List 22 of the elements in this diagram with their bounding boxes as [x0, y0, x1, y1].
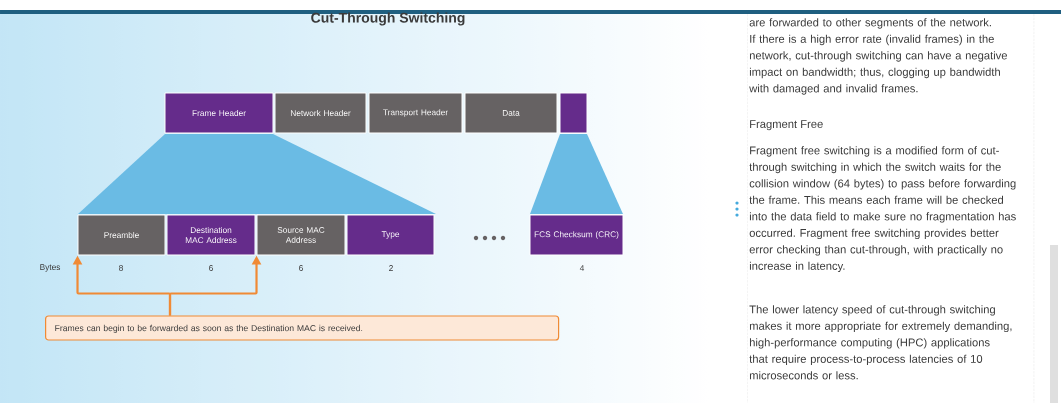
field-box: Type: [346, 214, 435, 256]
paragraph: Fragment free switching is a modified form of cut-through switching in which the switch waits for the collision window (64 bytes) to pass before forwarding the frame. This means each frame will be checked into the data field to make sure no fragmentation has occurred. Fragment free switching provides better error checking than cut-through, with practically no increase in latency.: [749, 146, 1016, 273]
paragraph: are forwarded to other segments of the network. If there is a high error rate (invalid frames) in the network, cut-through switching can have a negative impact on bandwidth; thus, clogging up bandwidth with damaged and invalid frames.: [749, 18, 1007, 95]
field-box: Frame Header: [164, 92, 274, 134]
field-box: FCS Checksum (CRC): [529, 214, 624, 256]
title: Cut-Through Switching: [311, 12, 465, 26]
section-heading: Fragment Free: [750, 120, 823, 131]
byte-label: Bytes: [40, 264, 61, 272]
byte-count: 6: [209, 265, 213, 271]
field-box: Network Header: [274, 92, 367, 134]
byte-count: 2: [389, 265, 393, 271]
byte-count: 8: [119, 265, 123, 271]
field-box: Data: [464, 92, 558, 134]
field-box: Destination MAC Address: [166, 214, 256, 256]
field-box: Transport Header: [368, 92, 463, 134]
field-box: Preamble: [77, 214, 166, 256]
byte-count: 6: [299, 265, 303, 271]
byte-count: 4: [579, 265, 585, 271]
trailer-box: [559, 92, 588, 134]
field-box: Source MAC Address: [256, 214, 346, 256]
paragraph: The lower latency speed of cut-through switching makes it more appropriate for extremely demanding, high-performance computing (HPC) applications that require process-to-process latencies of 10 microseconds or less.: [749, 305, 1012, 380]
callout-box: Frames can begin to be forwarded as soon as the Destination MAC is received.: [45, 315, 560, 341]
